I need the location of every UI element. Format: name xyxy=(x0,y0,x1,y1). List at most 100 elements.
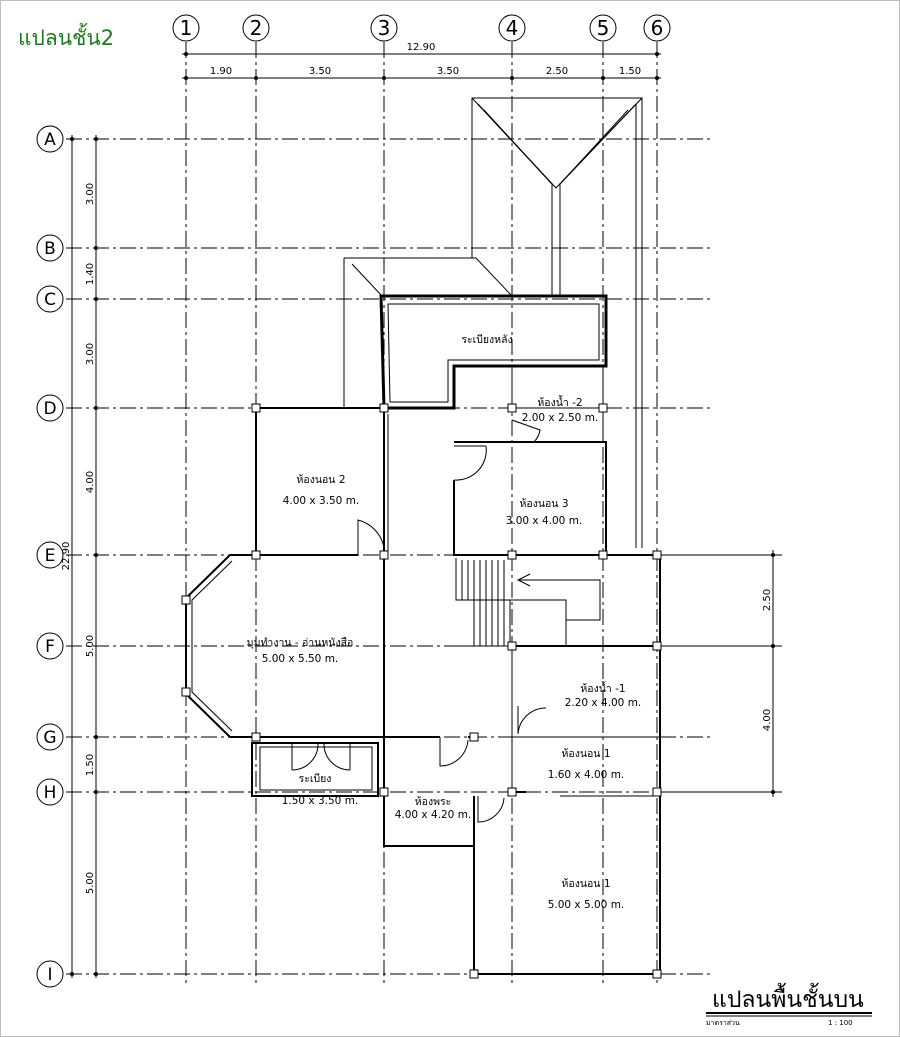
grid-bubbles-columns: 1 2 3 4 5 6 xyxy=(172,14,671,42)
grid-bubble-col-2: 2 xyxy=(242,14,270,42)
svg-text:5.00 x 5.50 m.: 5.00 x 5.50 m. xyxy=(262,653,339,665)
svg-text:6: 6 xyxy=(651,16,664,40)
balcony-wall xyxy=(251,742,379,797)
title-block: แปลนพื้นชั้นบน มาตราส่วน 1 : 100 xyxy=(706,983,872,1027)
dim-left-2: 1.40 xyxy=(85,263,96,285)
svg-text:E: E xyxy=(45,546,56,566)
room-bathroom-1: ห้องน้ำ -1 2.20 x 4.00 m. xyxy=(565,681,642,709)
grid-bubble-row-g: G xyxy=(36,723,64,751)
svg-text:3: 3 xyxy=(378,16,391,40)
svg-text:F: F xyxy=(45,637,55,657)
room-back-terrace: ระเบียงหลัง xyxy=(461,333,512,346)
dim-left-1: 3.00 xyxy=(85,183,96,205)
staircase xyxy=(455,558,601,647)
svg-text:ห้องพระ: ห้องพระ xyxy=(415,796,452,808)
room-shrine: ห้องพระ 4.00 x 4.20 m. xyxy=(395,796,472,821)
grid-bubble-col-4: 4 xyxy=(498,14,526,42)
svg-text:1.60 x 4.00 m.: 1.60 x 4.00 m. xyxy=(548,769,625,781)
room-work-corner: มุมทำงาน - อ่านหนังสือ 5.00 x 5.50 m. xyxy=(247,636,354,665)
grid-bubble-col-6: 6 xyxy=(643,14,671,42)
room-bedroom-1-small: ห้องนอน 1 1.60 x 4.00 m. xyxy=(548,748,625,781)
room-bedroom-3: ห้องนอน 3 3.00 x 4.00 m. xyxy=(506,498,583,527)
grid-bubble-row-e: E xyxy=(36,541,64,569)
svg-text:ห้องน้ำ -1: ห้องน้ำ -1 xyxy=(580,681,625,695)
svg-text:ห้องนอน 1: ห้องนอน 1 xyxy=(561,748,610,760)
dim-right-2: 4.00 xyxy=(762,709,773,731)
room-balcony: ระเบียง 1.50 x 3.50 m. xyxy=(282,772,359,807)
scale-caption: มาตราส่วน xyxy=(706,1019,740,1027)
svg-text:4: 4 xyxy=(506,16,519,40)
grid-bubble-row-d: D xyxy=(36,394,64,422)
grid-bubble-row-i: I xyxy=(36,960,64,988)
dimension-right-labels: 2.50 4.00 xyxy=(762,589,773,731)
grid-bubble-col-5: 5 xyxy=(589,14,617,42)
door-swing-balcony xyxy=(291,743,351,771)
svg-text:4.00 x 4.20 m.: 4.00 x 4.20 m. xyxy=(395,809,472,821)
door-swing-bedroom-2 xyxy=(357,519,385,555)
dimension-left-labels: 22.90 3.00 1.40 3.00 4.00 5.00 1.50 5.00 xyxy=(61,183,96,894)
svg-text:2.00 x 2.50 m.: 2.00 x 2.50 m. xyxy=(522,412,599,424)
grid-lines xyxy=(66,42,710,985)
svg-text:ห้องนอน 2: ห้องนอน 2 xyxy=(296,474,345,486)
room-bedroom-2: ห้องนอน 2 4.00 x 3.50 m. xyxy=(283,474,360,507)
grid-bubble-row-b: B xyxy=(36,234,64,262)
dim-right-1: 2.50 xyxy=(762,589,773,611)
svg-text:G: G xyxy=(43,728,56,748)
svg-text:1.50 x 3.50 m.: 1.50 x 3.50 m. xyxy=(282,795,359,807)
grid-bubble-row-f: F xyxy=(36,632,64,660)
svg-text:ห้องนอน 1: ห้องนอน 1 xyxy=(561,878,610,890)
dim-left-7: 5.00 xyxy=(85,872,96,894)
walls xyxy=(181,294,662,979)
svg-text:C: C xyxy=(44,290,56,310)
svg-text:I: I xyxy=(47,965,52,985)
grid-bubble-col-1: 1 xyxy=(172,14,200,42)
room-bathroom-2: ห้องน้ำ -2 2.00 x 2.50 m. xyxy=(522,395,599,424)
grid-bubble-row-c: C xyxy=(36,285,64,313)
svg-text:5: 5 xyxy=(597,16,610,40)
room-master-bedroom: ห้องนอน 1 5.00 x 5.00 m. xyxy=(548,878,625,911)
back-terrace-wall xyxy=(379,294,608,410)
grid-bubbles-rows: A B C D E F G H I xyxy=(36,125,64,988)
bathroom-1-wall xyxy=(512,554,661,974)
grid-bubble-col-3: 3 xyxy=(370,14,398,42)
svg-text:D: D xyxy=(43,399,56,419)
svg-text:4.00 x 3.50 m.: 4.00 x 3.50 m. xyxy=(283,495,360,507)
dim-ticks-top xyxy=(184,52,659,80)
dim-top-4: 2.50 xyxy=(546,66,568,77)
dim-top-1: 1.90 xyxy=(210,66,232,77)
svg-text:H: H xyxy=(44,783,57,803)
dimension-right xyxy=(662,550,782,797)
svg-text:2: 2 xyxy=(250,16,263,40)
door-swing-shrine xyxy=(477,796,505,823)
svg-text:A: A xyxy=(44,130,56,150)
svg-text:B: B xyxy=(44,239,56,259)
door-swing-bathroom-1 xyxy=(517,706,547,735)
dimension-left xyxy=(70,135,98,978)
svg-text:5.00 x 5.00 m.: 5.00 x 5.00 m. xyxy=(548,899,625,911)
svg-text:มุมทำงาน - อ่านหนังสือ: มุมทำงาน - อ่านหนังสือ xyxy=(247,636,354,649)
room-labels: ระเบียงหลัง ห้องน้ำ -2 2.00 x 2.50 m. ห้… xyxy=(247,333,642,911)
dimension-top xyxy=(182,52,661,80)
dim-top-2: 3.50 xyxy=(309,66,331,77)
svg-text:ห้องน้ำ -2: ห้องน้ำ -2 xyxy=(537,395,582,409)
dim-left-5: 5.00 xyxy=(85,635,96,657)
grid-bubble-row-a: A xyxy=(36,125,64,153)
dim-top-3: 3.50 xyxy=(437,66,459,77)
scale-value: 1 : 100 xyxy=(828,1019,853,1027)
dim-left-3: 3.00 xyxy=(85,343,96,365)
grid-bubble-row-h: H xyxy=(36,778,64,806)
dim-left-4: 4.00 xyxy=(85,471,96,493)
dim-top-total: 12.90 xyxy=(407,42,436,53)
svg-text:ระเบียง: ระเบียง xyxy=(299,772,332,785)
dimension-top-labels: 12.90 1.90 3.50 3.50 2.50 1.50 xyxy=(210,42,641,77)
roof-outline xyxy=(343,97,643,548)
drawing-title: แปลนพื้นชั้นบน xyxy=(712,983,864,1013)
structural-columns xyxy=(181,403,662,979)
page-title: แปลนชั้น2 xyxy=(18,26,115,50)
svg-text:ห้องนอน 3: ห้องนอน 3 xyxy=(519,498,568,510)
door-swing-bathroom-2 xyxy=(511,419,541,443)
dim-left-6: 1.50 xyxy=(85,754,96,776)
svg-text:3.00 x 4.00 m.: 3.00 x 4.00 m. xyxy=(506,515,583,527)
svg-text:ระเบียงหลัง: ระเบียงหลัง xyxy=(461,333,512,346)
